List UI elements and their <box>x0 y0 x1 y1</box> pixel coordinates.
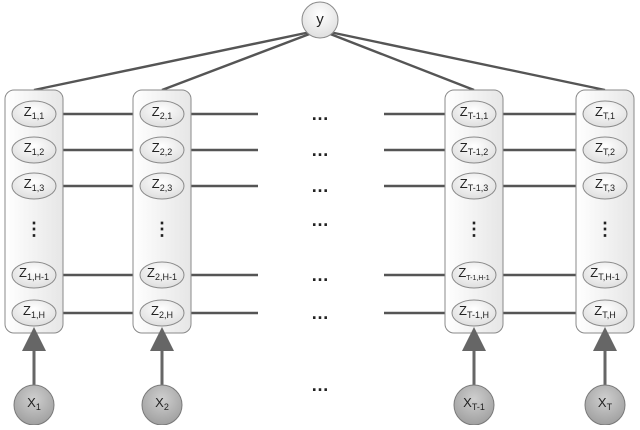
horizontal-ellipsis: … <box>311 104 329 124</box>
latent-node: ZT-1,H <box>451 299 497 327</box>
output-layer: y <box>301 1 339 39</box>
input-node: X2 <box>141 384 183 426</box>
input-node: XT-1 <box>453 384 495 426</box>
latent-node-label: Z1,3 <box>24 176 44 193</box>
latent-node-shape <box>582 136 628 164</box>
latent-node: Z1,2 <box>11 136 57 164</box>
vertical-ellipsis: ⋮ <box>596 219 614 239</box>
latent-node: ZT-1,H-1 <box>451 261 497 289</box>
output-edge <box>319 28 606 92</box>
latent-node: Z2,3 <box>139 172 185 200</box>
latent-node-shape <box>451 299 497 327</box>
latent-node-shape <box>11 261 57 289</box>
latent-node: ZT,H <box>582 299 628 327</box>
latent-node-label: Z2,3 <box>152 176 172 193</box>
latent-node-shape <box>582 172 628 200</box>
output-edge <box>33 28 321 92</box>
latent-node-label: Z2,2 <box>152 140 172 157</box>
horizontal-ellipsis: … <box>311 265 329 285</box>
latent-node-shape <box>582 299 628 327</box>
latent-node: Z2,2 <box>139 136 185 164</box>
output-node-shape <box>301 1 339 39</box>
latent-node-shape <box>451 100 497 128</box>
input-node: X1 <box>13 384 55 426</box>
latent-node-shape <box>582 261 628 289</box>
horizontal-ellipsis: … <box>311 140 329 160</box>
vertical-ellipsis: ⋮ <box>153 219 171 239</box>
latent-node-shape <box>11 136 57 164</box>
latent-node-label: Z1,H <box>23 303 45 320</box>
latent-node-label: ZT-1,1 <box>460 104 488 121</box>
latent-node-label: Z2,H-1 <box>147 265 177 282</box>
latent-node: ZT-1,3 <box>451 172 497 200</box>
latent-node: ZT,H-1 <box>582 261 628 289</box>
latent-node-shape <box>139 172 185 200</box>
latent-node-shape <box>139 100 185 128</box>
latent-node-label: ZT,3 <box>595 176 615 193</box>
output-edge <box>161 28 321 92</box>
latent-node-shape <box>11 299 57 327</box>
horizontal-ellipsis: … <box>311 303 329 323</box>
latent-node-shape <box>139 299 185 327</box>
latent-node: Z1,1 <box>11 100 57 128</box>
latent-node: ZT-1,1 <box>451 100 497 128</box>
latent-node-shape <box>451 172 497 200</box>
column-layer: Z1,1Z1,2Z1,3Z1,H-1Z1,H⋮X1Z2,1Z2,2Z2,3Z2,… <box>4 89 635 426</box>
latent-node-label: ZT,H <box>594 303 615 320</box>
latent-node-shape <box>139 136 185 164</box>
latent-node-label: ZT-1,H <box>459 303 489 320</box>
ellipsis-layer: … … … … … … … <box>311 104 329 395</box>
latent-node: ZT,2 <box>582 136 628 164</box>
horizontal-ellipsis: … <box>311 176 329 196</box>
latent-node: ZT,3 <box>582 172 628 200</box>
latent-node: ZT-1,2 <box>451 136 497 164</box>
latent-node-label: ZT-1,2 <box>460 140 488 157</box>
latent-node-shape <box>139 261 185 289</box>
vertical-ellipsis: ⋮ <box>25 219 43 239</box>
column-2: Z2,1Z2,2Z2,3Z2,H-1Z2,H ⋮ X2 <box>132 89 192 426</box>
latent-node: Z1,H <box>11 299 57 327</box>
latent-node-label: ZT-1,H-1 <box>458 265 489 281</box>
latent-node-label: Z1,1 <box>24 104 44 121</box>
input-node: XT <box>584 384 626 426</box>
input-node-label: X1 <box>27 395 41 412</box>
latent-node-label: ZT-1,3 <box>460 176 488 193</box>
input-node-label: XT-1 <box>463 395 485 412</box>
latent-node: Z1,3 <box>11 172 57 200</box>
input-node-label: XT <box>598 395 613 412</box>
latent-node-label: Z1,2 <box>24 140 44 157</box>
latent-node-shape <box>451 136 497 164</box>
latent-node: Z2,1 <box>139 100 185 128</box>
input-node-label: X2 <box>155 395 169 412</box>
latent-node-shape <box>11 100 57 128</box>
output-node-label: y <box>316 11 324 28</box>
latent-node-label: ZT,1 <box>595 104 615 121</box>
vertical-ellipsis: ⋮ <box>465 219 483 239</box>
latent-node: Z1,H-1 <box>11 261 57 289</box>
latent-node: Z2,H <box>139 299 185 327</box>
latent-node-shape <box>11 172 57 200</box>
output-node: y <box>301 1 339 39</box>
horizontal-ellipsis: … <box>311 375 329 395</box>
horizontal-ellipsis: … <box>311 210 329 230</box>
latent-node: Z2,H-1 <box>139 261 185 289</box>
latent-node-label: ZT,2 <box>595 140 615 157</box>
output-edge <box>319 28 475 92</box>
latent-node: ZT,1 <box>582 100 628 128</box>
latent-node-label: Z1,H-1 <box>19 265 49 282</box>
column-T-1: ZT-1,1ZT-1,2ZT-1,3ZT-1,H-1ZT-1,H ⋮ XT-1 <box>444 89 504 426</box>
latent-node-shape <box>451 261 497 289</box>
column-T: ZT,1ZT,2ZT,3ZT,H-1ZT,H ⋮ XT <box>575 89 635 426</box>
latent-node-shape <box>582 100 628 128</box>
latent-node-label: Z2,H <box>151 303 173 320</box>
latent-node-label: Z2,1 <box>152 104 172 121</box>
latent-node-label: ZT,H-1 <box>590 265 619 282</box>
column-1: Z1,1Z1,2Z1,3Z1,H-1Z1,H ⋮ X1 <box>4 89 64 426</box>
